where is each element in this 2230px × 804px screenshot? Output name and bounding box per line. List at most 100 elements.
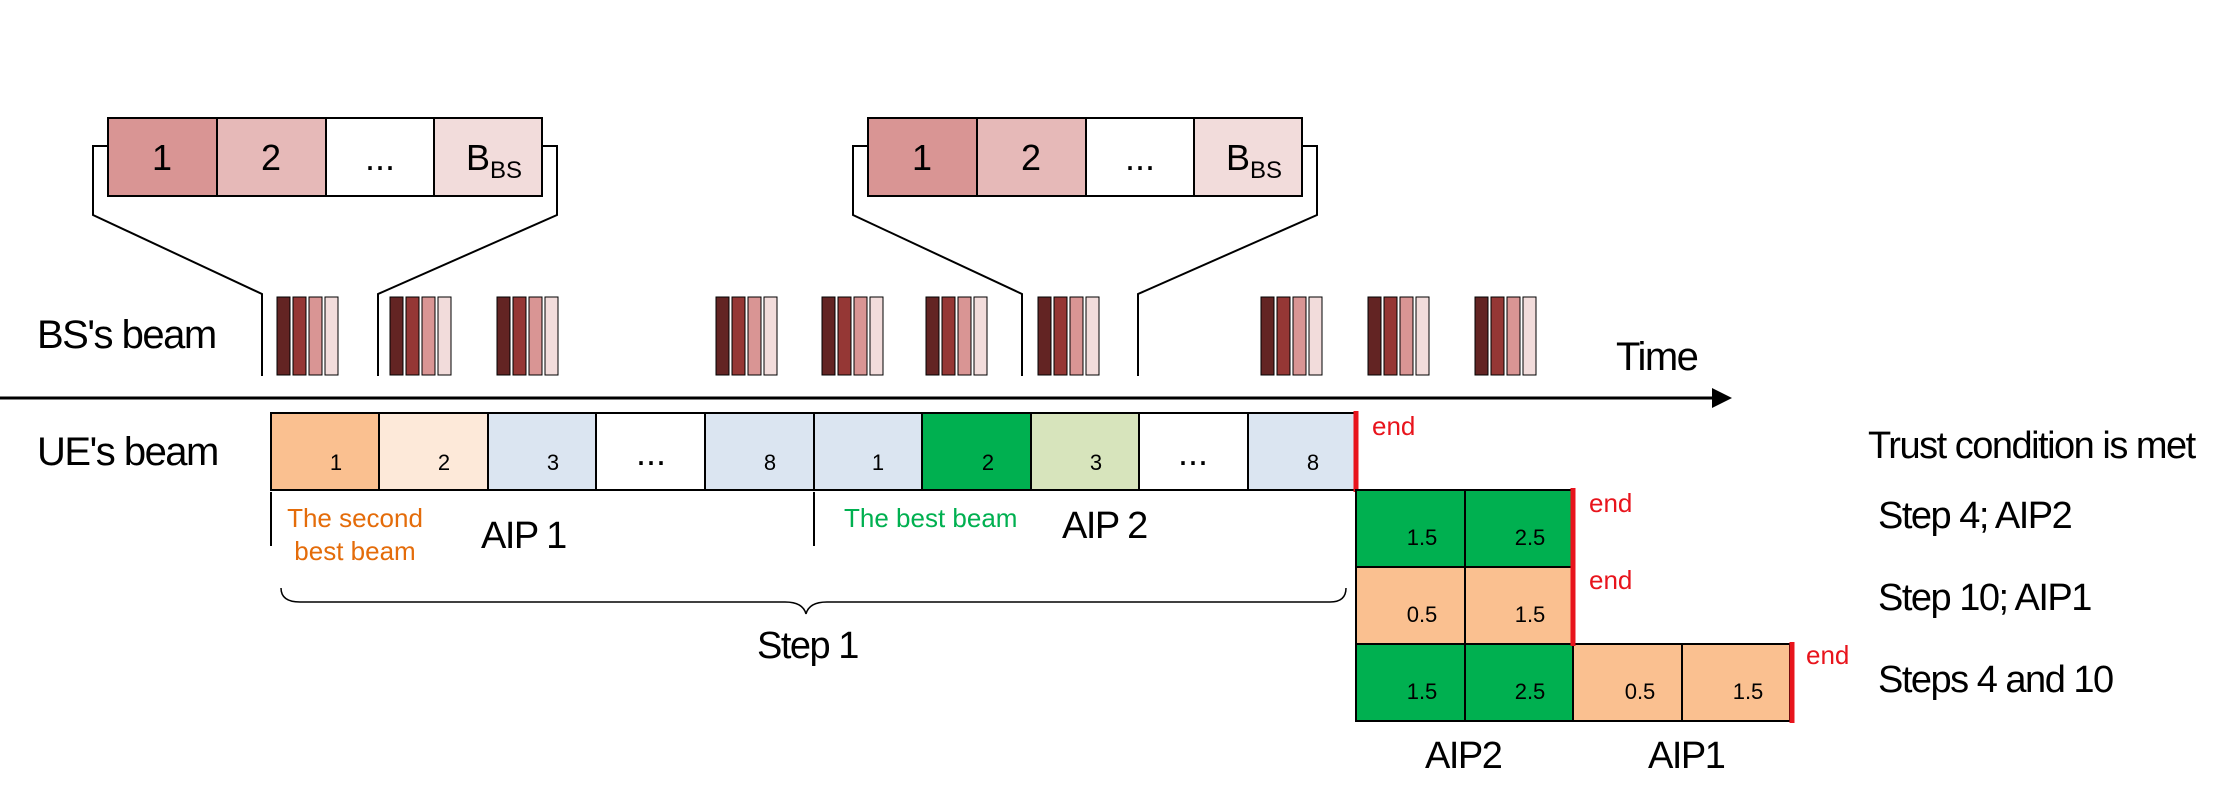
bs-beam-bar (1506, 296, 1521, 376)
ue-beam-cell (1030, 412, 1140, 491)
ue-beam-cell (1138, 412, 1249, 491)
second-best-beam-label: best beam (294, 536, 415, 566)
codebook-cell-1-text: 1 (152, 137, 172, 178)
bs-beam-label: BS's beam (37, 313, 216, 357)
ue-beam-cell (378, 412, 489, 491)
ue-beam-sequence: 1 2 3 ... 8 1 2 3 ... 8 (270, 412, 1357, 491)
bs-beam-bar (528, 296, 543, 376)
best-beam-label: The best beam (844, 503, 1017, 533)
bs-beam-bar (731, 296, 746, 376)
codebook-cell-ellipsis-text: ... (365, 137, 395, 178)
bs-beam-bar (1490, 296, 1505, 376)
zoom-bracket-left (92, 145, 263, 376)
bs-beam-bar (405, 296, 420, 376)
ue-beam-cell-text: 2 (438, 450, 450, 475)
zoom-bracket-right (377, 145, 558, 376)
trust-row3-cell-text: 2.5 (1515, 679, 1546, 704)
ue-beam-cell (1247, 412, 1357, 491)
trust-row1-cell-text: 1.5 (1407, 525, 1438, 550)
trust-row3-cell-text: 1.5 (1733, 679, 1764, 704)
codebook-cell-1 (107, 117, 218, 197)
codebook-cell-bbs (1193, 117, 1303, 197)
bs-beam-bar (1308, 296, 1323, 376)
aip2-label: AIP 2 (1062, 505, 1147, 547)
bs-beam-bar (1276, 296, 1291, 376)
codebook-cell-2-text: 2 (1021, 137, 1041, 178)
codebook-cell-bbs (433, 117, 543, 197)
trust-row3-cell (1355, 643, 1466, 722)
ue-beam-cell-text: 1 (330, 450, 342, 475)
codebook-cell-2 (216, 117, 327, 197)
bs-beam-bar (747, 296, 762, 376)
second-best-beam-label: The second (287, 503, 423, 533)
codebook-cell-bbs-text: BBS (1226, 137, 1282, 184)
ue-beam-cell (487, 412, 597, 491)
aip1-label: AIP 1 (481, 515, 566, 557)
ue-beam-cell (595, 412, 706, 491)
codebook-cell-ellipsis-text: ... (1125, 137, 1155, 178)
end-label: end (1372, 411, 1415, 441)
trust-condition-row3: Steps 4 and 10 (1878, 659, 2113, 701)
bs-beam-bar (1085, 296, 1100, 376)
codebook-cell-2-text: 2 (261, 137, 281, 178)
bs-codebook-1: 1 2 ... BBS (92, 117, 558, 376)
trust-row3-cell-text: 1.5 (1407, 679, 1438, 704)
trust-row3-cell (1681, 643, 1791, 722)
time-axis-label: Time (1616, 335, 1698, 379)
time-axis-arrowhead (1712, 388, 1732, 408)
bs-beam-bar (715, 296, 730, 376)
trust-row2-cell-text: 1.5 (1515, 602, 1546, 627)
step1-label: Step 1 (757, 625, 858, 667)
bottom-aip1-label: AIP1 (1648, 735, 1725, 777)
bs-beam-bar (421, 296, 436, 376)
zoom-bracket-left (852, 145, 1023, 376)
bs-beam-bar (853, 296, 868, 376)
bs-beam-bars (276, 296, 1537, 376)
bs-beam-bar (941, 296, 956, 376)
bs-beam-bar (324, 296, 339, 376)
codebook-cell-2 (976, 117, 1087, 197)
trust-condition-row1: Step 4; AIP2 (1878, 495, 2072, 537)
step1-brace (280, 587, 1347, 615)
bs-beam-bar (437, 296, 452, 376)
trust-row1-cell (1464, 489, 1574, 568)
trust-condition-header: Trust condition is met (1868, 425, 2197, 467)
bs-beam-bar (1260, 296, 1275, 376)
end-label: end (1589, 565, 1632, 595)
bs-beam-bar (869, 296, 884, 376)
ue-beam-label: UE's beam (37, 430, 218, 474)
bs-beam-bar (496, 296, 511, 376)
trust-row3-cell (1572, 643, 1683, 722)
codebook-cell-ellipsis (1085, 117, 1195, 197)
trust-row2-cell (1464, 566, 1574, 645)
end-label: end (1806, 640, 1849, 670)
ue-beam-cell-text: 8 (764, 450, 776, 475)
codebook-cell-bbs-text: BBS (466, 137, 522, 184)
ue-beam-cell-text: ... (636, 432, 666, 473)
trust-row2-cell-text: 0.5 (1407, 602, 1438, 627)
bottom-aip2-label: AIP2 (1425, 735, 1502, 777)
trust-row1-cell (1355, 489, 1466, 568)
bs-beam-bar (512, 296, 527, 376)
bs-beam-bar (389, 296, 404, 376)
trust-row1-cell-text: 2.5 (1515, 525, 1546, 550)
bs-codebook-2: 1 2 ... BBS (852, 117, 1318, 376)
trust-condition-row2: Step 10; AIP1 (1878, 577, 2091, 619)
bs-beam-bar (276, 296, 291, 376)
bs-beam-bar (1037, 296, 1052, 376)
ue-beam-cell (813, 412, 923, 491)
bs-beam-bar (973, 296, 988, 376)
trust-grid: 1.5 2.5 0.5 1.5 1.5 2.5 0.5 1.5 (1355, 489, 1791, 722)
bs-beam-bar (1415, 296, 1430, 376)
ue-beam-cell-text: 3 (1090, 450, 1102, 475)
ue-beam-cell-text: ... (1178, 432, 1208, 473)
bs-beam-bar (1053, 296, 1068, 376)
ue-beam-cell-text: 2 (982, 450, 994, 475)
ue-beam-cell (704, 412, 815, 491)
ue-beam-cell (921, 412, 1032, 491)
bs-beam-bar (837, 296, 852, 376)
bs-beam-bar (1367, 296, 1382, 376)
ue-beam-cell-text: 3 (547, 450, 559, 475)
bs-beam-bar (821, 296, 836, 376)
